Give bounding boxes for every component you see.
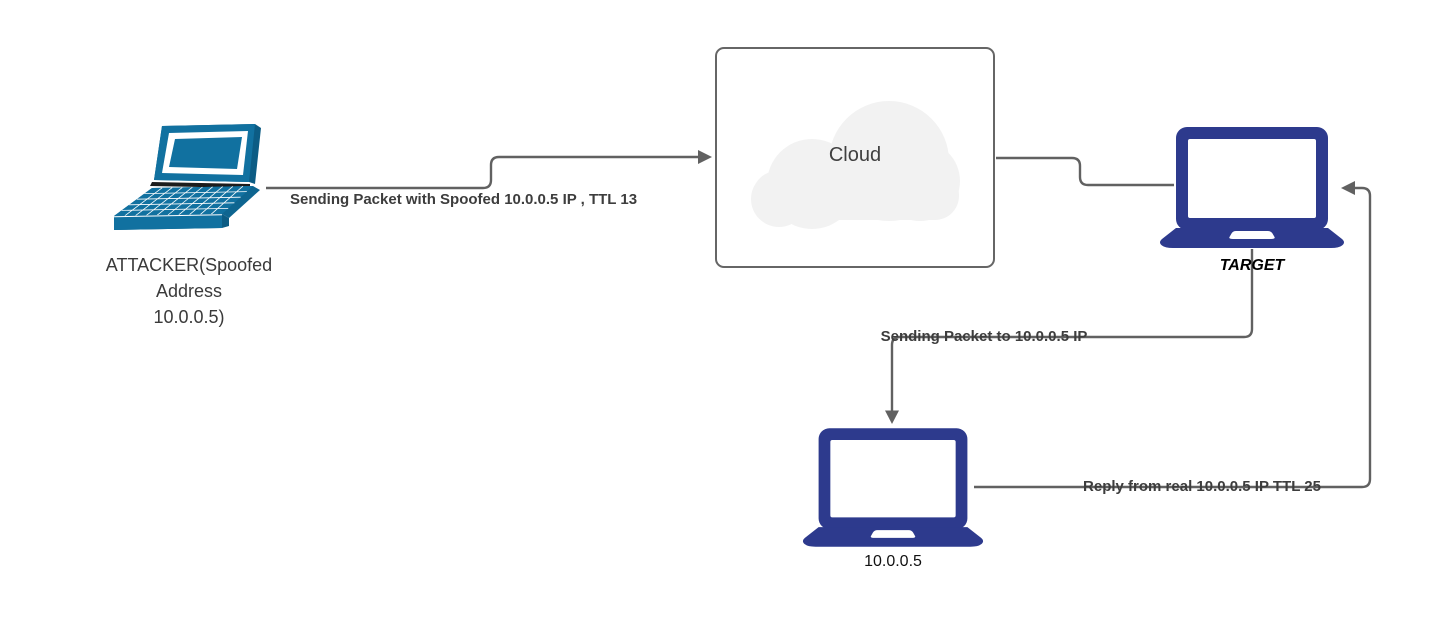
arrowhead-into-cloud: [698, 150, 712, 164]
cloud-label: Cloud: [828, 144, 882, 166]
target-label: TARGET: [1219, 257, 1285, 274]
edge-label-spoofed-packet: Sending Packet with Spoofed 10.0.0.5 IP …: [290, 191, 638, 208]
edge-label-sending-packet: Sending Packet to 10.0.0.5 IP: [880, 328, 1088, 345]
edge-cloud-to-target: [996, 156, 1174, 187]
cloud-container-box: Cloud: [715, 47, 995, 268]
edge-attacker-to-cloud: [266, 155, 699, 190]
realhost-laptop-icon: [800, 428, 986, 547]
realhost-label: 10.0.0.5: [864, 553, 922, 570]
target-laptop-icon: [1157, 127, 1347, 248]
attacker-laptop-icon: [100, 122, 268, 234]
attacker-label: ATTACKER(Spoofed Address 10.0.0.5): [105, 255, 273, 327]
edge-label-reply: Reply from real 10.0.0.5 IP TTL 25: [1083, 478, 1321, 495]
cloud-icon: [751, 101, 960, 229]
arrowhead-into-realhost: [885, 410, 899, 424]
